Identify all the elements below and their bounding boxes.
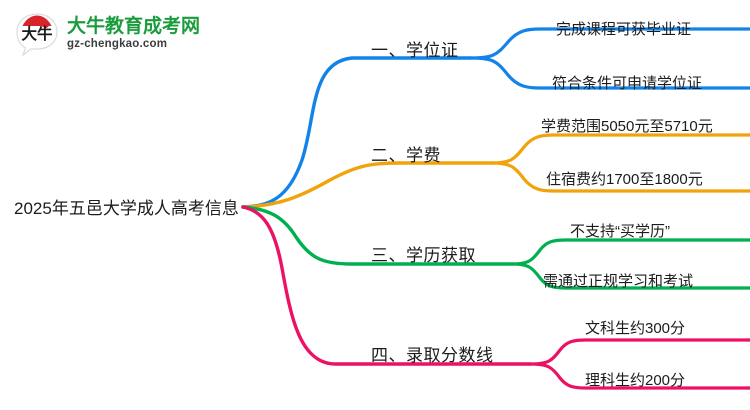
mindmap-leaf-degree-1[interactable]: 完成课程可获毕业证 xyxy=(556,21,692,38)
mindmap-leaf-degree-2[interactable]: 符合条件可申请学位证 xyxy=(552,75,703,92)
mindmap-leaf-score-2[interactable]: 理科生约200分 xyxy=(585,372,686,389)
mindmap-leaf-credential-1[interactable]: 不支持“买学历” xyxy=(570,223,670,240)
branch-connector-score-line xyxy=(241,205,750,390)
mindmap-topic-tuition[interactable]: 二、学费 xyxy=(371,146,441,165)
mindmap-root-node[interactable]: 2025年五邑大学成人高考信息 xyxy=(14,199,239,218)
mindmap-leaf-score-1[interactable]: 文科生约300分 xyxy=(585,320,686,337)
mindmap-leaf-credential-2[interactable]: 需通过正规学习和考试 xyxy=(543,273,694,290)
logo-brand-url: gz-chengkao.com xyxy=(67,38,168,51)
mindmap-leaf-tuition-1[interactable]: 学费范围5050元至5710元 xyxy=(541,118,713,135)
logo-brand-cn: 大牛教育成考网 xyxy=(67,16,201,38)
mindmap-topic-credential[interactable]: 三、学历获取 xyxy=(371,246,476,265)
mindmap-topic-score-line[interactable]: 四、录取分数线 xyxy=(371,346,494,365)
mindmap-leaf-tuition-2[interactable]: 住宿费约1700至1800元 xyxy=(546,171,703,188)
logo-mark-icon: 大牛 xyxy=(14,12,60,56)
mindmap-topic-degree[interactable]: 一、学位证 xyxy=(371,41,459,60)
svg-text:大牛: 大牛 xyxy=(21,24,53,43)
logo-text-block: 大牛教育成考网 gz-chengkao.com xyxy=(67,17,200,51)
site-logo[interactable]: 大牛 大牛教育成考网 gz-chengkao.com xyxy=(14,10,200,58)
